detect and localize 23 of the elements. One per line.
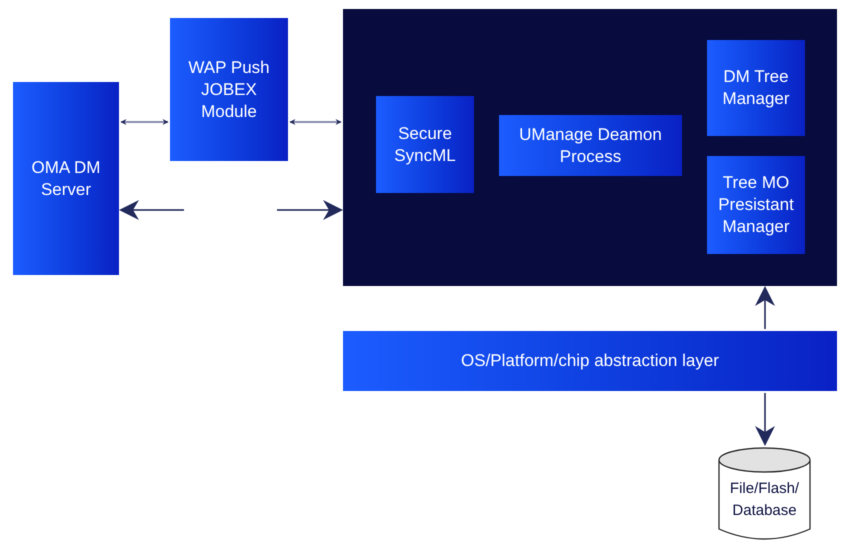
node-label: OS/Platform/chip abstraction layer xyxy=(461,350,719,372)
arrow xyxy=(120,119,169,125)
arrow xyxy=(119,200,184,220)
node-label: WAP Push JOBEX Module xyxy=(187,56,271,122)
arrow xyxy=(277,200,343,220)
arrow xyxy=(755,286,775,329)
node-label: UManage Deamon Process xyxy=(518,124,663,168)
node-label: Secure SyncML xyxy=(393,122,457,166)
node-label: OMA DM Server xyxy=(30,156,102,200)
node-label: File/Flash/ Database xyxy=(728,478,800,520)
component-box xyxy=(707,40,805,136)
component-box xyxy=(376,96,474,193)
arrow xyxy=(289,119,342,125)
container-panel xyxy=(343,9,837,286)
component-box xyxy=(13,82,119,275)
component-box xyxy=(343,331,837,391)
node-label: Tree MO Presistant Manager xyxy=(717,172,795,238)
database-cylinder xyxy=(718,446,811,541)
node-label: DM Tree Manager xyxy=(721,66,791,110)
component-box xyxy=(170,18,288,161)
component-box xyxy=(707,156,805,254)
component-box xyxy=(499,115,682,176)
arrow xyxy=(755,393,775,446)
